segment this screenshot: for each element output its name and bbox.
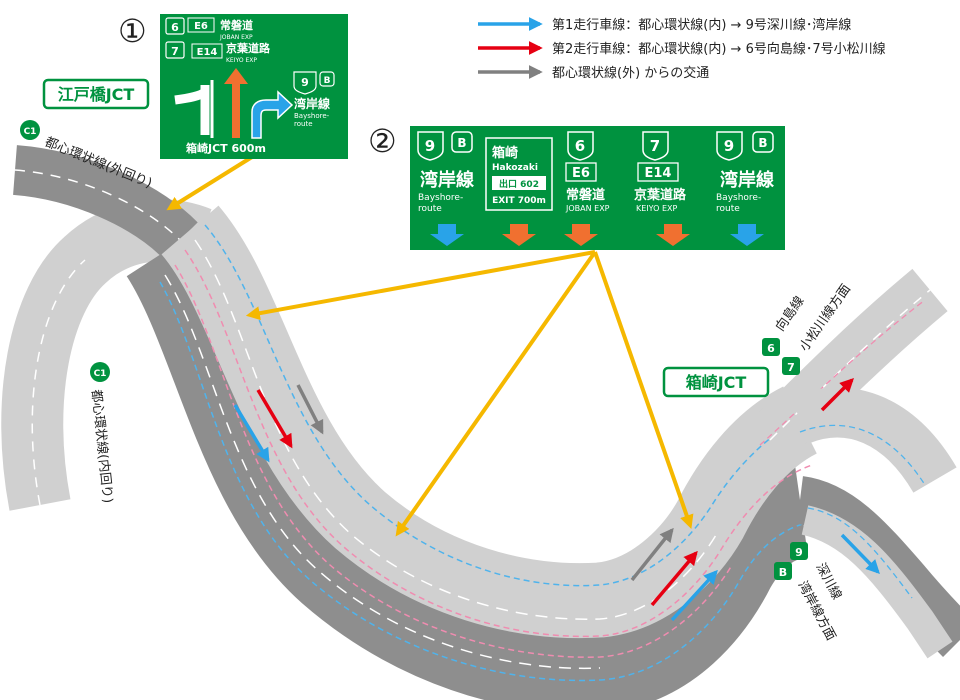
svg-text:E14: E14	[645, 166, 672, 181]
legend: 第1走行車線：都心環状線(内) → 9号深川線･湾岸線 第2走行車線：都心環状線…	[478, 17, 886, 81]
red-lane-arrow-right	[650, 550, 698, 607]
fukagawa-branch-road	[790, 387, 957, 494]
svg-text:京葉道路: 京葉道路	[634, 187, 687, 203]
svg-text:7: 7	[650, 137, 660, 155]
legend-blue-text: 第1走行車線：都心環状線(内) → 9号深川線･湾岸線	[552, 17, 851, 33]
svg-text:常磐道: 常磐道	[566, 187, 605, 203]
sign1-blue-arrow	[251, 90, 294, 139]
svg-text:京葉道路: 京葉道路	[226, 41, 271, 55]
svg-text:B: B	[779, 566, 787, 579]
svg-text:9: 9	[795, 546, 803, 559]
svg-text:E14: E14	[197, 47, 218, 58]
svg-text:C1: C1	[24, 127, 37, 137]
hakozaki-jct-label: 箱崎JCT	[662, 366, 770, 398]
svg-text:Hakozaki: Hakozaki	[492, 163, 538, 173]
sign-one: 6 E6 常磐道 JOBAN EXP 7 E14 京葉道路 KEIYO EXP …	[160, 14, 348, 159]
svg-text:Bayshore-: Bayshore-	[294, 112, 330, 120]
svg-text:route: route	[418, 204, 442, 214]
main-road-light	[160, 205, 819, 639]
red-arrow-mukojima	[820, 378, 854, 412]
svg-text:6: 6	[767, 342, 775, 355]
pointer-arrows	[166, 155, 694, 537]
edobashi-jct-label: 江戸橋JCT	[42, 78, 150, 110]
svg-text:湾岸線: 湾岸線	[720, 169, 774, 191]
svg-text:7: 7	[787, 361, 795, 374]
c1-badge-outer	[20, 120, 40, 140]
svg-text:湾岸線: 湾岸線	[420, 169, 474, 191]
svg-text:KEIYO EXP: KEIYO EXP	[636, 204, 677, 213]
svg-text:B: B	[324, 76, 331, 86]
sign1-straight-arrow	[174, 85, 210, 135]
svg-text:E6: E6	[572, 166, 590, 181]
svg-text:E6: E6	[194, 21, 208, 32]
sign2-blue-down-arrow-1	[430, 224, 464, 246]
c1-badge-inner	[90, 362, 110, 382]
svg-text:7: 7	[171, 45, 179, 58]
svg-text:江戸橋JCT: 江戸橋JCT	[58, 85, 135, 104]
svg-text:湾岸線: 湾岸線	[294, 96, 330, 111]
svg-text:KEIYO EXP: KEIYO EXP	[226, 57, 257, 64]
sign1-distance: 箱崎JCT 600m	[186, 141, 266, 155]
red-lane-arrow-left	[256, 389, 293, 449]
svg-text:常磐道: 常磐道	[220, 18, 253, 32]
blue-lane-arrow-left	[233, 404, 270, 463]
lane-flow-arrows	[233, 378, 880, 622]
c1-inner-label: C1 都心環状線(内回り)	[88, 362, 116, 504]
svg-text:route: route	[294, 120, 313, 128]
legend-gray-text: 都心環状線(外) からの交通	[552, 65, 709, 81]
svg-text:B: B	[758, 136, 767, 150]
legend-red-text: 第2走行車線：都心環状線(内) → 6号向島線･7号小松川線	[552, 41, 886, 57]
svg-text:9: 9	[301, 76, 309, 89]
marker-two: ②	[368, 122, 397, 160]
blue-lane-arrow-right	[670, 569, 718, 622]
svg-text:C1: C1	[94, 369, 107, 379]
svg-text:JOBAN EXP: JOBAN EXP	[219, 34, 253, 41]
sign2-orange-down-arrow-1	[502, 224, 536, 246]
svg-text:Bayshore-: Bayshore-	[716, 193, 761, 203]
svg-text:箱崎: 箱崎	[492, 145, 518, 161]
gray-lane-arrow-left	[296, 384, 324, 435]
svg-text:route: route	[716, 204, 740, 214]
sign-two: 9 B 湾岸線 Bayshore- route 箱崎 Hakozaki 出口 6…	[410, 126, 785, 250]
svg-text:EXIT 700m: EXIT 700m	[492, 196, 546, 206]
svg-text:6: 6	[575, 137, 585, 155]
sign2-orange-down-arrow-3	[656, 224, 690, 246]
svg-text:JOBAN EXP: JOBAN EXP	[565, 204, 610, 213]
svg-text:出口 602: 出口 602	[499, 178, 539, 190]
svg-text:6: 6	[171, 21, 179, 34]
blue-arrow-fukagawa	[840, 533, 880, 575]
svg-text:9: 9	[425, 137, 435, 155]
sign2-blue-down-arrow-2	[730, 224, 764, 246]
svg-text:B: B	[457, 136, 466, 150]
svg-text:向島線: 向島線	[772, 293, 807, 334]
svg-text:Bayshore-: Bayshore-	[418, 193, 463, 203]
svg-text:都心環状線(内回り): 都心環状線(内回り)	[88, 389, 116, 504]
svg-text:9: 9	[724, 137, 734, 155]
gray-lane-arrow-right	[630, 527, 674, 582]
road-network	[1, 145, 960, 700]
svg-text:箱崎JCT: 箱崎JCT	[686, 373, 747, 392]
sign2-orange-down-arrow-2	[564, 224, 598, 246]
marker-one: ①	[118, 12, 147, 50]
sign1-orange-arrow	[224, 68, 248, 138]
